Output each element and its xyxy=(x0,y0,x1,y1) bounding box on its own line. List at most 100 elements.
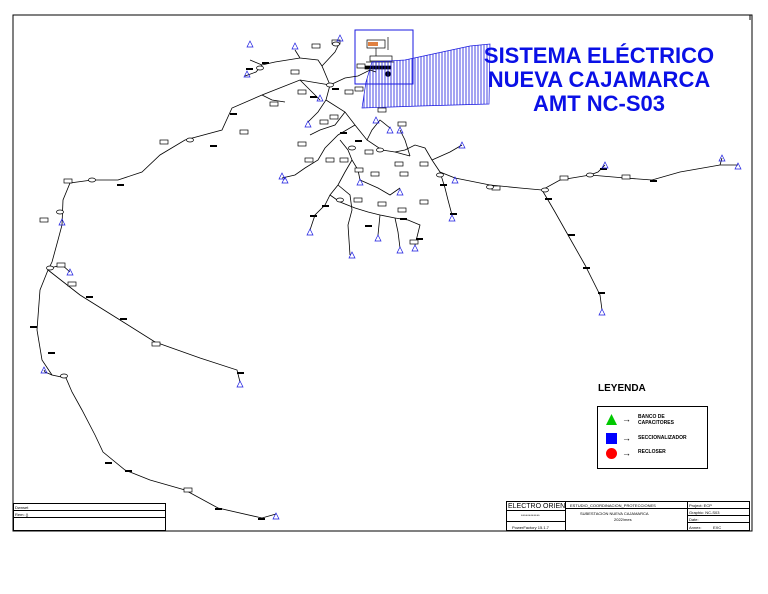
feeder-segment xyxy=(541,189,603,311)
switch-bar xyxy=(365,225,372,227)
switch-bar xyxy=(48,352,55,354)
transformer-label-box xyxy=(269,101,279,107)
transformer-label-box xyxy=(329,114,339,120)
transformer-label-box xyxy=(319,119,329,125)
switch-bar xyxy=(258,518,265,520)
company-name: ELECTRO ORIENTE xyxy=(508,503,566,510)
annex-label: Annex: xyxy=(689,525,702,530)
date-text: 2022/mes xyxy=(614,517,632,522)
feeder-segment xyxy=(309,111,346,136)
switch-bar xyxy=(262,62,269,64)
load-triangle-icon xyxy=(386,126,394,134)
transformer-label-box xyxy=(377,107,387,113)
transformer-label-box xyxy=(370,171,380,177)
legend-item-recloser: → RECLOSER xyxy=(598,447,707,461)
transformer-label-box xyxy=(159,139,169,145)
switch-bar xyxy=(450,213,457,215)
transformer-label-box xyxy=(67,281,77,287)
switch-bar xyxy=(120,318,127,320)
title-block-right: ELECTRO ORIENTE ************ PowerFactor… xyxy=(506,501,750,531)
load-triangle-icon xyxy=(348,251,356,259)
switch-bar xyxy=(545,198,552,200)
annex-cell: Annex: EXC xyxy=(687,522,750,531)
legend-item-sectionalizer: → SECCIONALIZADOR xyxy=(598,432,707,446)
green-triangle-icon xyxy=(606,414,617,425)
fuse-symbol xyxy=(586,172,594,178)
transformer-label-box xyxy=(151,341,161,347)
transformer-label-box xyxy=(304,157,314,163)
legend-label-recloser: RECLOSER xyxy=(638,449,666,455)
transformer-label-box xyxy=(56,262,66,268)
switch-bar xyxy=(598,292,605,294)
stars-text: ************ xyxy=(521,513,540,518)
annex-value: EXC xyxy=(713,525,722,530)
legend-label-capacitor: BANCO DE CAPACITORES xyxy=(638,414,674,426)
feeder-segment xyxy=(249,57,301,66)
feeder-segment xyxy=(329,69,377,86)
transformer-label-box xyxy=(325,157,335,163)
load-triangle-icon xyxy=(316,94,324,102)
transformer-label-box xyxy=(419,161,429,167)
feeder-segment xyxy=(359,179,401,196)
title-line-1: SISTEMA ELÉCTRICO xyxy=(483,43,715,68)
left-row1-text: Dwnset xyxy=(15,505,29,510)
transformer-label-box xyxy=(344,89,354,95)
switch-bar xyxy=(340,132,347,134)
switch-bar xyxy=(310,215,317,217)
load-triangle-icon xyxy=(396,188,404,196)
load-triangle-icon xyxy=(451,176,459,184)
arrow-icon: → xyxy=(622,433,631,443)
feeder-segment xyxy=(325,99,411,157)
drawing-frame xyxy=(12,14,753,532)
transformer-label-box xyxy=(356,63,366,69)
switch-bar xyxy=(322,205,329,207)
feeder-segment xyxy=(281,124,356,179)
title-line-3: AMT NC-S03 xyxy=(532,91,665,116)
fuse-symbol xyxy=(56,209,64,215)
load-triangle-icon xyxy=(58,218,66,226)
feeder-segment xyxy=(377,214,381,236)
transformer-label-box xyxy=(354,167,364,173)
load-triangle-icon xyxy=(246,40,254,48)
fuse-symbol xyxy=(186,137,194,143)
fuse-symbol xyxy=(436,172,444,178)
load-triangle-icon xyxy=(601,161,609,169)
title-block-left: Dwnset Rem: () xyxy=(13,503,166,531)
switch-bar xyxy=(440,184,447,186)
switch-bar xyxy=(650,180,657,182)
substation-text: SUBESTACION NUEVA CAJAMARCA xyxy=(580,511,649,516)
software-cell: PowerFactory 15.1.7 xyxy=(506,521,566,531)
feeder-segment xyxy=(47,269,241,383)
feeder-segment xyxy=(43,369,53,376)
switch-bar xyxy=(400,218,407,220)
transformer-label-box xyxy=(559,175,569,181)
legend-label-capacitor-1: BANCO DE xyxy=(638,414,665,420)
switch-bar xyxy=(583,267,590,269)
transformer-label-box xyxy=(409,239,419,245)
fuse-symbol xyxy=(336,197,344,203)
load-triangle-icon xyxy=(396,126,404,134)
study-text: ESTUDIO_COORDINACION_PROTECCIONES xyxy=(570,503,656,508)
transformer-label-box xyxy=(377,201,387,207)
switch-bar xyxy=(416,238,423,240)
feeder-segment xyxy=(394,217,401,249)
project-text: Project: ECP xyxy=(689,503,712,508)
legend-label-capacitor-2: CAPACITORES xyxy=(638,420,674,426)
transformer-label-box xyxy=(397,207,407,213)
load-triangle-icon xyxy=(356,178,364,186)
load-triangle-icon xyxy=(718,154,726,162)
switch-bar xyxy=(30,326,37,328)
load-triangle-icon xyxy=(374,234,382,242)
legend-heading: LEYENDA xyxy=(598,383,646,394)
fuse-symbol xyxy=(541,187,549,193)
title-block-left-row2: Rem: () xyxy=(13,510,166,518)
load-triangle-icon xyxy=(372,116,380,124)
transformer-label-box xyxy=(183,487,193,493)
switch-bar xyxy=(230,113,237,115)
transformer-label-box xyxy=(394,161,404,167)
load-triangle-icon xyxy=(272,512,280,520)
feeder-segment xyxy=(337,184,353,256)
load-triangle-icon xyxy=(306,228,314,236)
fuse-symbol xyxy=(256,65,264,71)
